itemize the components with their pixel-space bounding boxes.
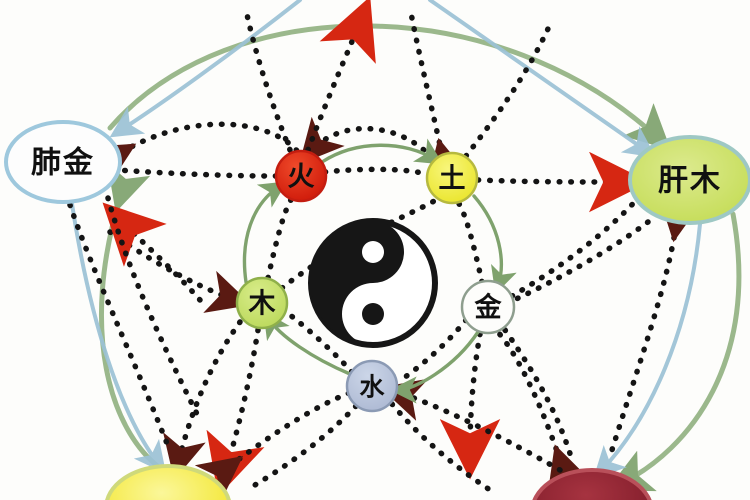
node-earth-label: 土 (439, 164, 466, 195)
node-water-label: 水 (359, 373, 385, 402)
yin-yang-graphic (308, 218, 438, 348)
outer-blue-pentagon-arcs (70, 0, 702, 480)
node-fire[interactable]: 火 (274, 149, 328, 203)
node-earth[interactable]: 土 (425, 151, 479, 205)
generating-green-arcs (242, 138, 517, 404)
node-liver-wood[interactable]: 肝木 (628, 135, 750, 225)
node-water[interactable]: 水 (345, 359, 399, 413)
node-heart-fire[interactable] (532, 468, 652, 500)
node-metal[interactable]: 金 (460, 279, 516, 335)
node-lung-metal-label: 肺金 (31, 146, 95, 181)
node-wood-label: 木 (248, 289, 276, 320)
overcoming-dotted-arcs (67, 0, 702, 500)
node-lung-metal[interactable]: 肺金 (4, 120, 122, 204)
node-wood[interactable]: 木 (235, 276, 289, 330)
node-metal-label: 金 (474, 292, 503, 324)
node-fire-label: 火 (288, 162, 315, 193)
node-spleen-earth[interactable] (105, 464, 231, 500)
node-liver-wood-label: 肝木 (658, 164, 722, 199)
